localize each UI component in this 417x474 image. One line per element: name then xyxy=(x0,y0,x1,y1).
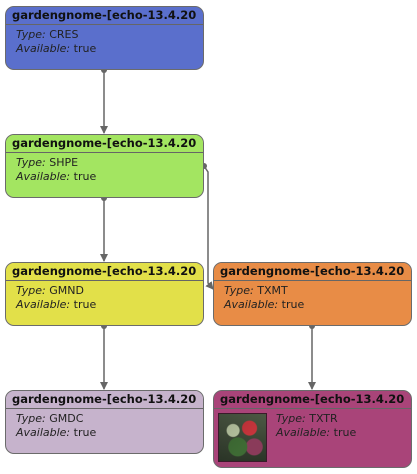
node-gmnd[interactable]: gardengnome-[echo-13.4.20 Type: GMND Ava… xyxy=(5,262,204,326)
available-label: Available: xyxy=(16,298,71,311)
edge-shpe-to-gmnd xyxy=(100,195,108,262)
type-label: Type: xyxy=(16,412,46,425)
node-body: Type: GMDC Available: true xyxy=(6,409,203,440)
node-gmdc[interactable]: gardengnome-[echo-13.4.20 Type: GMDC Ava… xyxy=(5,390,204,454)
node-title: gardengnome-[echo-13.4.20 xyxy=(6,135,203,153)
type-value: GMND xyxy=(49,284,84,297)
edge-txmt-to-txtr xyxy=(308,323,316,390)
available-label: Available: xyxy=(276,426,331,439)
available-value: true xyxy=(73,170,97,183)
node-shpe[interactable]: gardengnome-[echo-13.4.20 Type: SHPE Ava… xyxy=(5,134,204,198)
texture-thumbnail xyxy=(218,413,267,462)
node-title: gardengnome-[echo-13.4.20 xyxy=(6,391,203,409)
available-value: true xyxy=(73,298,97,311)
type-value: CRES xyxy=(49,28,79,41)
node-title: gardengnome-[echo-13.4.20 xyxy=(214,263,411,281)
type-label: Type: xyxy=(16,156,46,169)
type-label: Type: xyxy=(224,284,254,297)
available-value: true xyxy=(333,426,357,439)
available-label: Available: xyxy=(16,426,71,439)
available-value: true xyxy=(73,426,97,439)
node-cres[interactable]: gardengnome-[echo-13.4.20 Type: CRES Ava… xyxy=(5,6,204,70)
type-value: SHPE xyxy=(49,156,79,169)
available-label: Available: xyxy=(16,42,71,55)
type-label: Type: xyxy=(16,28,46,41)
available-label: Available: xyxy=(224,298,279,311)
edge-gmnd-to-gmdc xyxy=(100,323,108,390)
node-txmt[interactable]: gardengnome-[echo-13.4.20 Type: TXMT Ava… xyxy=(213,262,412,326)
available-value: true xyxy=(73,42,97,55)
node-body: Type: TXTR Available: true xyxy=(214,409,411,440)
node-body: Type: TXMT Available: true xyxy=(214,281,411,312)
node-body: Type: GMND Available: true xyxy=(6,281,203,312)
node-body: Type: CRES Available: true xyxy=(6,25,203,56)
type-value: GMDC xyxy=(49,412,84,425)
type-value: TXMT xyxy=(257,284,288,297)
type-label: Type: xyxy=(276,412,306,425)
node-body: Type: SHPE Available: true xyxy=(6,153,203,184)
available-label: Available: xyxy=(16,170,71,183)
available-value: true xyxy=(281,298,305,311)
node-title: gardengnome-[echo-13.4.20 xyxy=(6,263,203,281)
type-value: TXTR xyxy=(309,412,338,425)
node-txtr[interactable]: gardengnome-[echo-13.4.20 Type: TXTR Ava… xyxy=(213,390,412,468)
node-title: gardengnome-[echo-13.4.20 xyxy=(214,391,411,409)
type-label: Type: xyxy=(16,284,46,297)
edge-cres-to-shpe xyxy=(100,67,108,134)
node-title: gardengnome-[echo-13.4.20 xyxy=(6,7,203,25)
